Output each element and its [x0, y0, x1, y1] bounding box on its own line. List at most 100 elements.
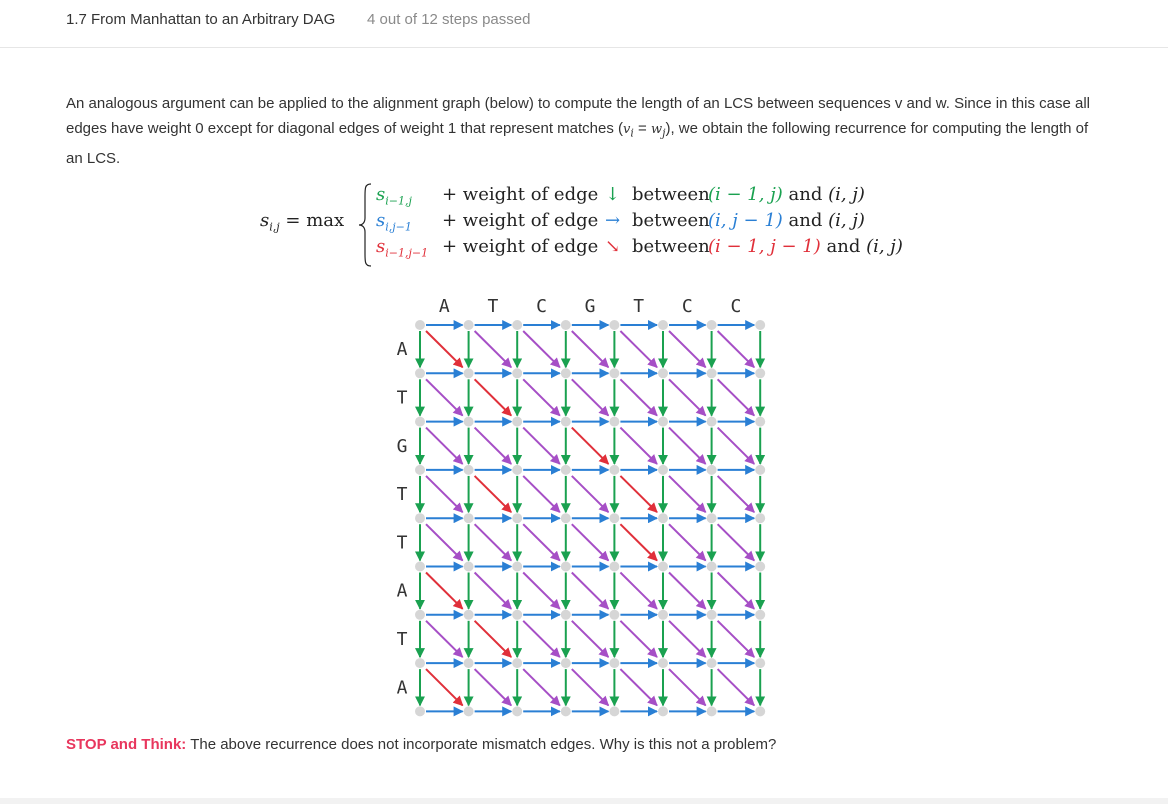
between-text: between	[632, 210, 710, 231]
diagonal-edge	[668, 475, 707, 513]
graph-node	[658, 706, 668, 717]
lcs-recurrence-formula: si,j = max si−1,j+ weight of edge↓betwee…	[260, 182, 940, 268]
graph-node	[512, 320, 523, 330]
edge-arrow-icon: ↘	[605, 236, 621, 257]
diagonal-edge	[716, 330, 755, 369]
edge-endpoints: (i − 1, j − 1) and (i, j)	[708, 236, 903, 257]
graph-node	[755, 320, 766, 330]
intro-paragraph: An analogous argument can be applied to …	[66, 91, 1096, 171]
graph-node	[609, 368, 620, 379]
row-label: T	[397, 484, 408, 505]
stop-text: The above recurrence does not incorporat…	[186, 736, 777, 753]
graph-node	[609, 320, 620, 330]
diagonal-edge	[716, 426, 755, 465]
diagonal-edge	[716, 620, 755, 658]
edge-to: (i, j)	[828, 210, 865, 231]
lesson-title[interactable]: 1.7 From Manhattan to an Arbitrary DAG	[66, 11, 336, 28]
graph-node	[512, 416, 523, 427]
diagonal-edge	[571, 668, 610, 707]
between-text: between	[632, 236, 710, 257]
graph-node	[755, 561, 766, 572]
match-eq: =	[633, 120, 651, 137]
footer-divider	[0, 798, 1168, 804]
column-label: C	[682, 296, 693, 317]
diagonal-edge	[716, 378, 755, 417]
stop-and-think: STOP and Think: The above recurrence doe…	[66, 736, 776, 753]
weight-text: + weight of edge	[442, 210, 599, 231]
edge-arrow-icon: ↓	[605, 184, 621, 205]
edge-endpoints: (i − 1, j) and (i, j)	[708, 184, 865, 205]
diagonal-edge	[716, 523, 755, 562]
match-edge	[619, 475, 658, 513]
match-edge	[571, 426, 610, 465]
graph-node	[706, 416, 717, 427]
graph-node	[463, 706, 474, 717]
graph-node	[609, 561, 620, 572]
graph-node	[463, 658, 474, 669]
match-edge	[473, 620, 512, 658]
graph-node	[463, 464, 474, 475]
diagonal-edge	[425, 475, 464, 513]
match-edge	[425, 668, 464, 707]
graph-node	[706, 561, 717, 572]
graph-node	[658, 658, 668, 669]
diagonal-edge	[522, 426, 561, 465]
column-label: T	[633, 296, 644, 317]
match-edge	[473, 378, 512, 417]
recurrence-term: si−1,j	[376, 184, 412, 208]
graph-node	[512, 561, 523, 572]
diagonal-edge	[522, 475, 561, 513]
graph-node	[560, 368, 571, 379]
graph-node	[609, 513, 620, 524]
graph-node	[658, 320, 668, 330]
match-w: wj	[650, 122, 666, 140]
match-edge	[425, 571, 464, 610]
diagonal-edge	[522, 523, 561, 562]
diagonal-edge	[425, 378, 464, 417]
diagonal-edge	[425, 426, 464, 465]
diagonal-edge	[571, 378, 610, 417]
and-text: and	[782, 184, 829, 205]
diagonal-edge	[571, 330, 610, 369]
graph-node	[415, 416, 425, 427]
graph-node	[706, 464, 717, 475]
graph-node	[463, 561, 474, 572]
recurrence-term: si,j−1	[376, 210, 412, 234]
graph-node	[755, 706, 766, 717]
graph-node	[512, 609, 523, 620]
column-label: T	[487, 296, 498, 317]
match-v: vi	[623, 122, 634, 140]
between-text: between	[632, 184, 710, 205]
diagonal-edge	[522, 668, 561, 707]
graph-node	[706, 706, 717, 717]
graph-node	[706, 658, 717, 669]
column-label: G	[585, 296, 596, 317]
graph-node	[463, 513, 474, 524]
diagonal-edge	[473, 330, 512, 369]
graph-node	[755, 416, 766, 427]
graph-node	[755, 464, 766, 475]
diagonal-edge	[619, 378, 658, 417]
diagonal-edge	[473, 523, 512, 562]
graph-node	[755, 368, 766, 379]
graph-node	[609, 658, 620, 669]
graph-node	[658, 416, 668, 427]
diagonal-edge	[522, 378, 561, 417]
graph-node	[415, 368, 425, 379]
intro-text-1: An analogous argument can be applied to …	[66, 95, 1090, 137]
diagonal-edge	[668, 426, 707, 465]
graph-node	[463, 416, 474, 427]
diagonal-edge	[668, 571, 707, 610]
graph-node	[415, 513, 425, 524]
graph-node	[706, 513, 717, 524]
graph-node	[609, 706, 620, 717]
diagonal-edge	[668, 523, 707, 562]
graph-node	[415, 609, 425, 620]
match-edge	[425, 330, 464, 369]
graph-node	[609, 464, 620, 475]
diagonal-edge	[619, 620, 658, 658]
diagonal-edge	[522, 620, 561, 658]
graph-node	[706, 368, 717, 379]
and-text: and	[782, 210, 829, 231]
graph-node	[415, 706, 425, 717]
